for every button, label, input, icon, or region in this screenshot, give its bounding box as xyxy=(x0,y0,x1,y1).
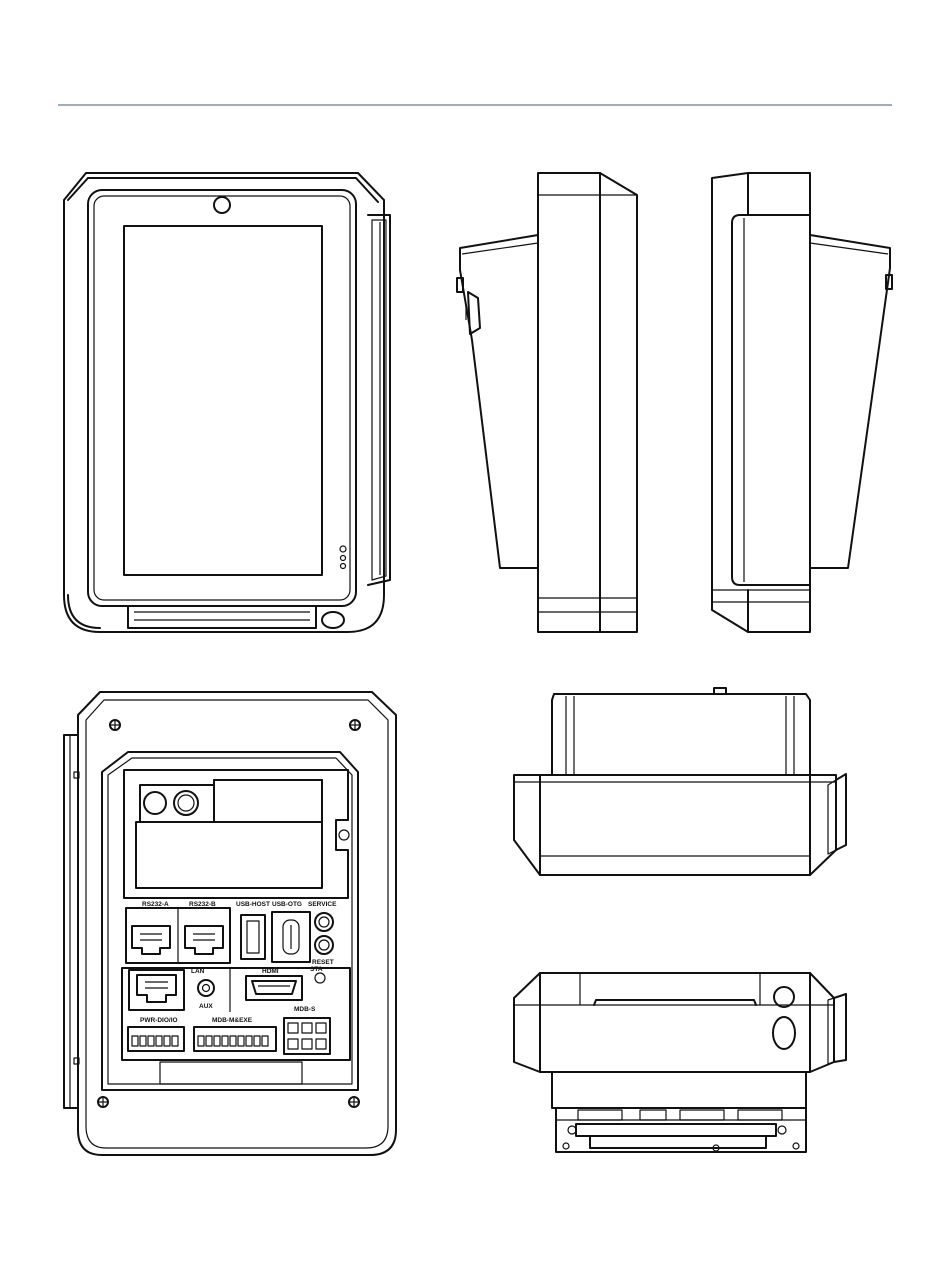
indicator-led-icon xyxy=(341,564,346,569)
usb-otg-label: USB-OTG xyxy=(272,901,302,908)
screw-icon xyxy=(349,1097,359,1107)
service-label: SERVICE xyxy=(308,901,337,908)
aux-jack-icon xyxy=(198,980,214,996)
front-view xyxy=(64,173,390,632)
reset-button-icon xyxy=(315,936,333,954)
rs232-b-label: RS232-B xyxy=(189,901,216,908)
rear-view: RS232-A RS232-B USB-HOST USB-OTG SERVICE… xyxy=(64,692,396,1155)
camera-icon xyxy=(214,197,230,213)
front-port-icon xyxy=(322,612,344,628)
bottom-view xyxy=(514,973,846,1152)
usb-host-label: USB-HOST xyxy=(236,901,270,908)
hdmi-label: HDMI xyxy=(262,968,279,975)
top-view xyxy=(514,688,846,875)
pwr-dio-label: PWR-DIO/IO xyxy=(140,1017,178,1024)
screw-icon xyxy=(110,720,120,730)
screw-icon xyxy=(98,1097,108,1107)
screw-icon xyxy=(350,720,360,730)
mdb-m-exe-label: MDB-M&EXE xyxy=(212,1017,253,1024)
reset-label: RESET xyxy=(312,959,334,966)
lan-label: LAN xyxy=(191,968,205,975)
sta-led-icon xyxy=(315,973,325,983)
mdb-s-label: MDB-S xyxy=(294,1006,316,1013)
sta-label: STA xyxy=(310,966,323,973)
rs232-a-label: RS232-A xyxy=(142,901,169,908)
aux-label: AUX xyxy=(199,1003,213,1010)
service-button-icon xyxy=(315,913,333,931)
front-screen xyxy=(124,226,322,575)
right-side-view xyxy=(712,173,892,632)
indicator-led-icon xyxy=(341,556,346,561)
left-side-view xyxy=(457,173,637,632)
indicator-led-icon xyxy=(340,546,346,552)
